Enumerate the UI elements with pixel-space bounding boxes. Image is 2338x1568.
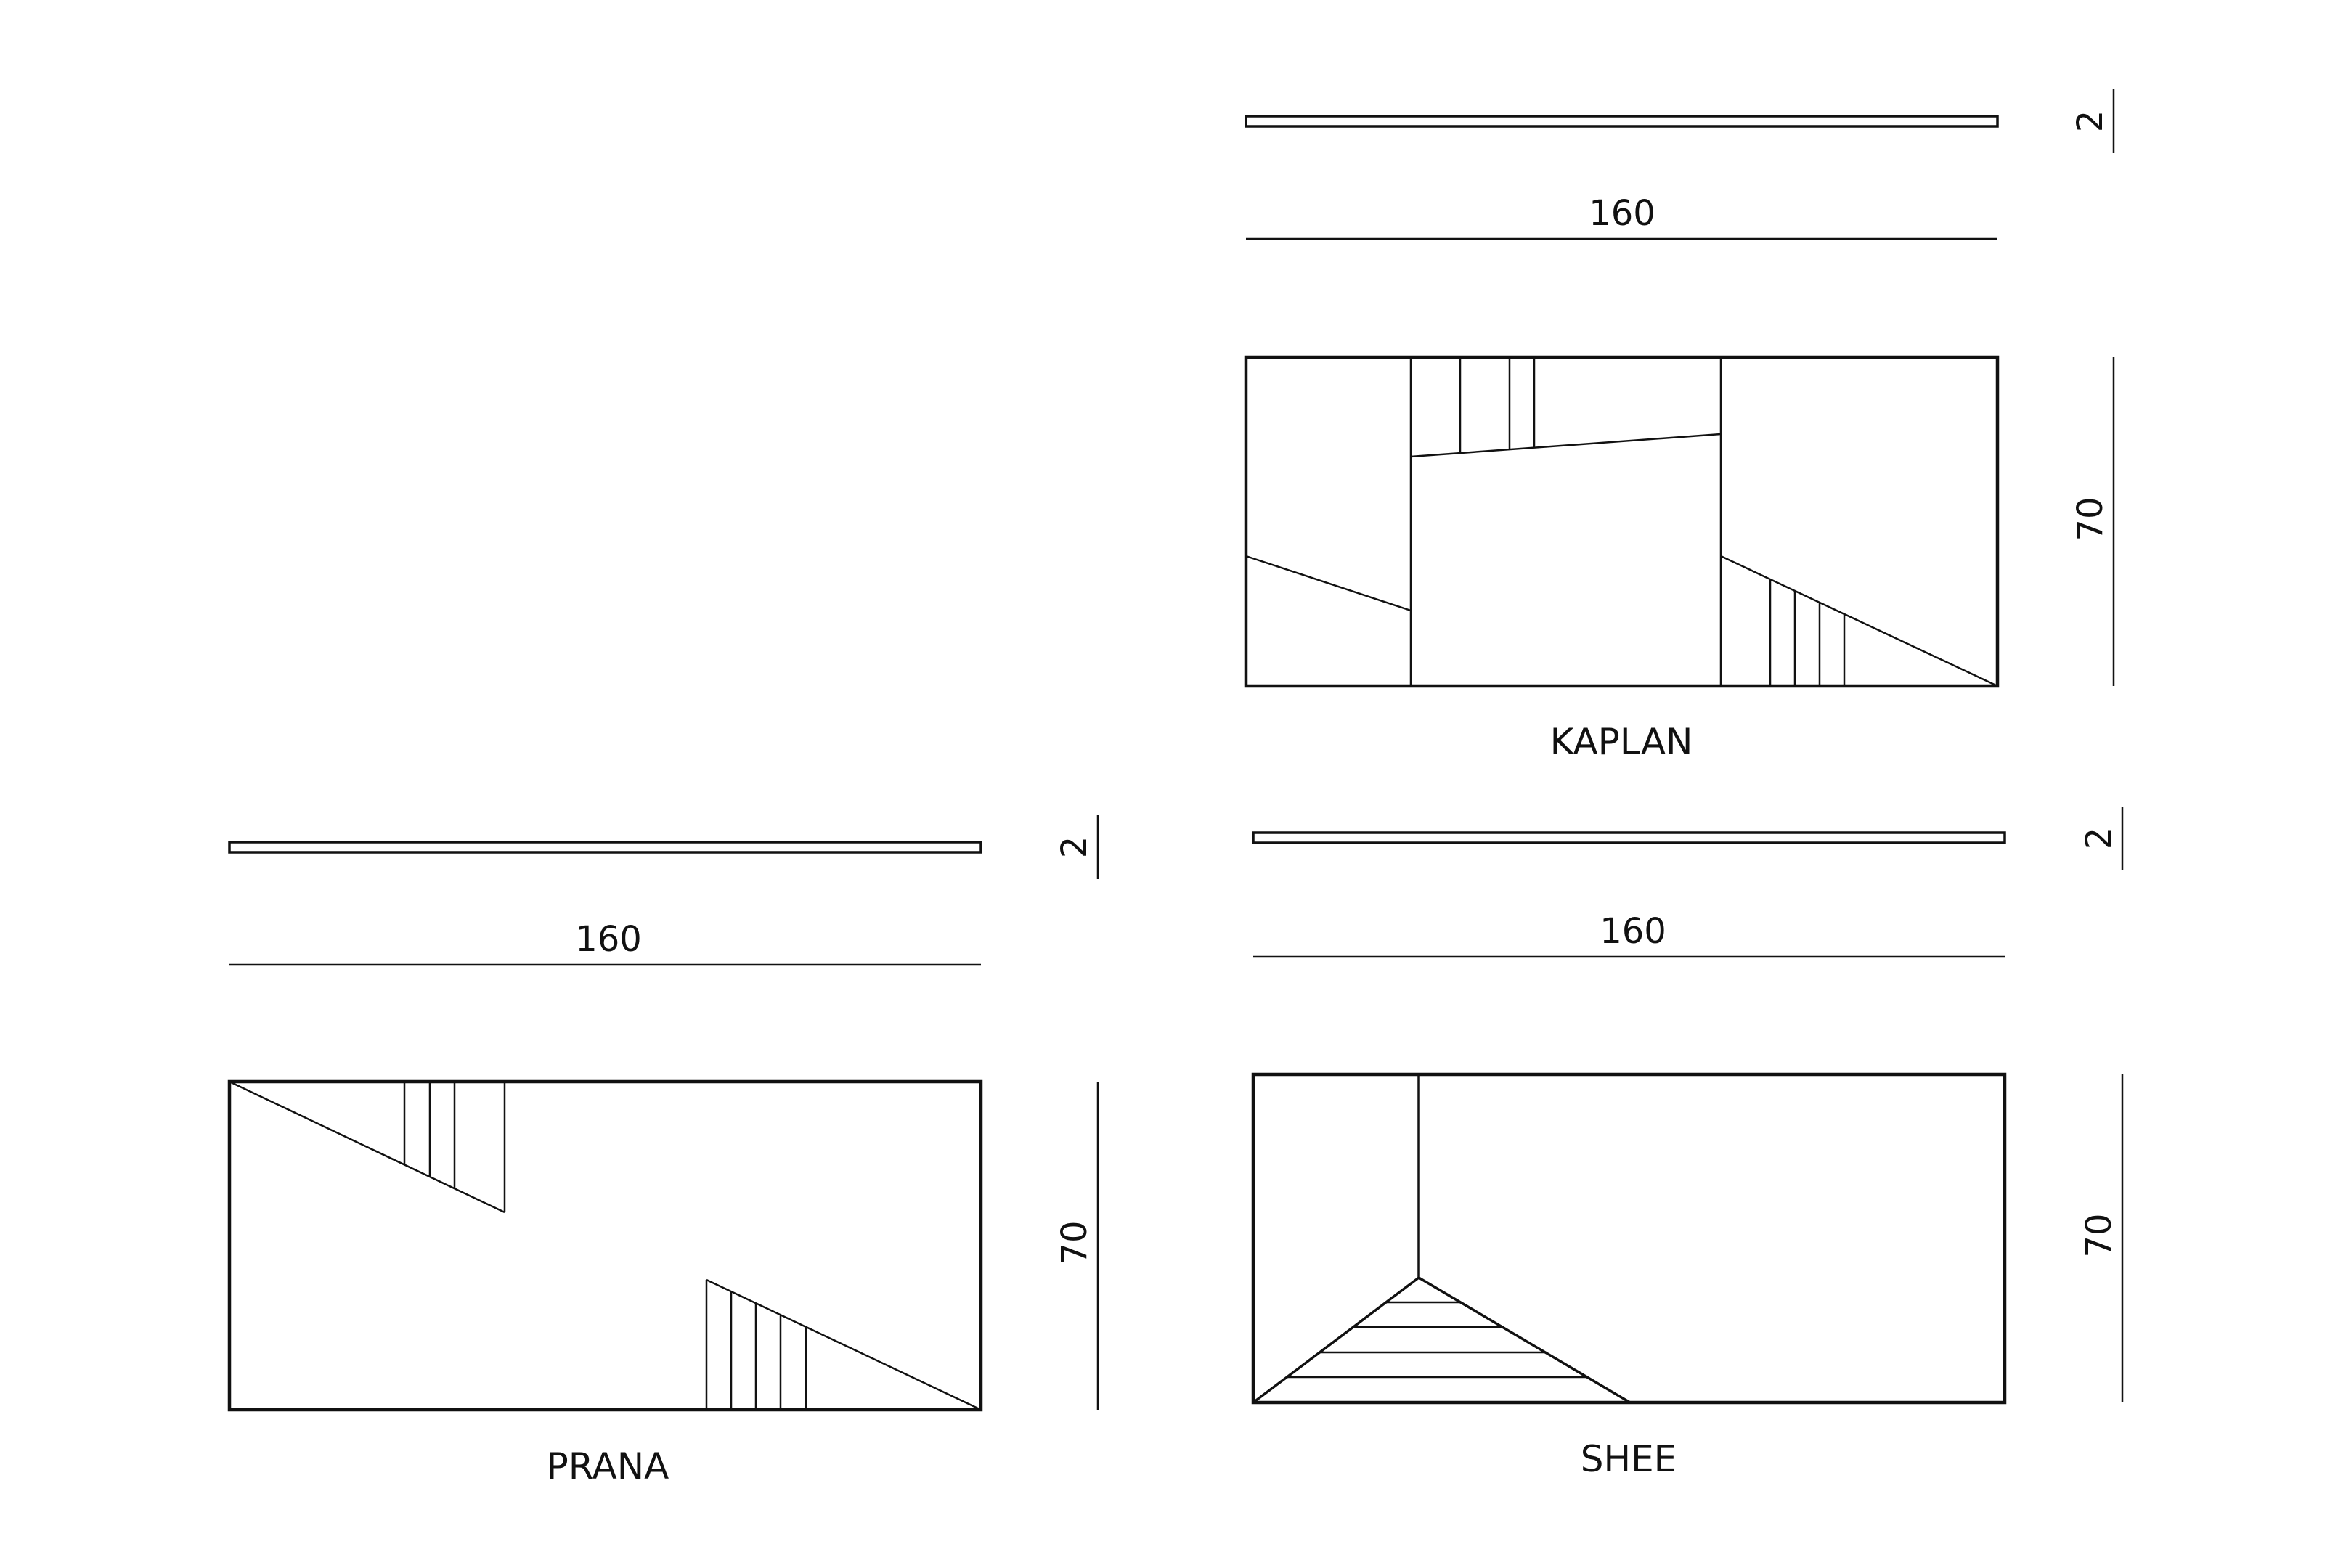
prana-thickness-label: 2 — [1054, 836, 1095, 859]
prana-height-label: 70 — [1054, 1220, 1095, 1265]
prana-diagonal-top — [229, 1080, 505, 1214]
kaplan-panel-outline — [1244, 355, 2000, 688]
kaplan-name-label: KAPLAN — [1550, 721, 1693, 763]
shee-triangle-right-edge — [1418, 1276, 1631, 1404]
shee-triangle-left-edge — [1252, 1276, 1420, 1404]
prana-panel-outline — [227, 1079, 983, 1412]
prana-thickness-strip — [228, 841, 982, 854]
kaplan-diagonal-bottom-right — [1720, 555, 1998, 687]
kaplan-diagonal-top — [1410, 433, 1722, 458]
prana-diagonal-bottom — [706, 1278, 982, 1411]
shee-thickness-strip — [1252, 831, 2006, 844]
kaplan-height-label: 70 — [2070, 497, 2111, 541]
shee-name-label: SHEE — [1581, 1438, 1677, 1480]
prana-panel-group: 2 160 70 PRANA — [227, 815, 1099, 1487]
shee-thickness-label: 2 — [2079, 828, 2119, 850]
shee-panel-group: 2 160 70 SHEE — [1251, 807, 2124, 1480]
kaplan-thickness-label: 2 — [2070, 110, 2111, 133]
prana-width-label: 160 — [575, 919, 642, 960]
shee-width-label: 160 — [1600, 911, 1666, 952]
kaplan-width-label: 160 — [1589, 193, 1655, 234]
kaplan-thickness-strip — [1245, 115, 1999, 128]
prana-name-label: PRANA — [547, 1445, 669, 1487]
shee-height-label: 70 — [2079, 1213, 2119, 1257]
kaplan-diagonal-left — [1245, 555, 1412, 612]
kaplan-panel-group: 2 160 70 KAPLAN — [1244, 89, 2115, 763]
